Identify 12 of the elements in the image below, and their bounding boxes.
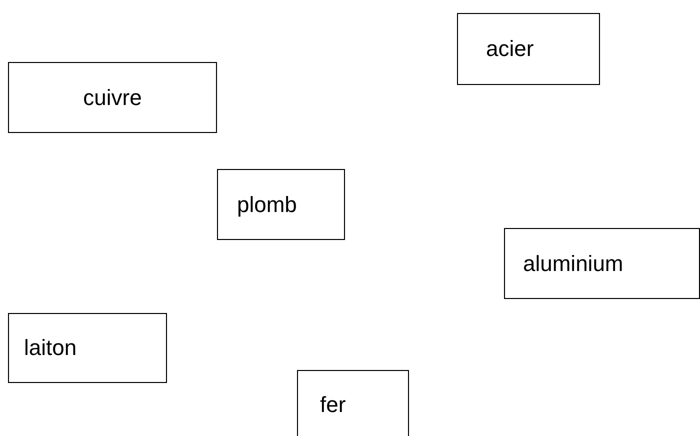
label-box [297,370,409,436]
label-box [217,169,345,240]
label-box [457,13,600,85]
box-text: cuivre [83,84,142,110]
box-text: aluminium [523,250,624,276]
box-text: plomb [237,192,297,218]
box-text: acier [486,36,534,62]
box-text: laiton [24,335,77,361]
label-box [504,228,700,299]
box-text: fer [320,392,346,418]
label-box [8,62,217,133]
label-box [8,313,167,383]
